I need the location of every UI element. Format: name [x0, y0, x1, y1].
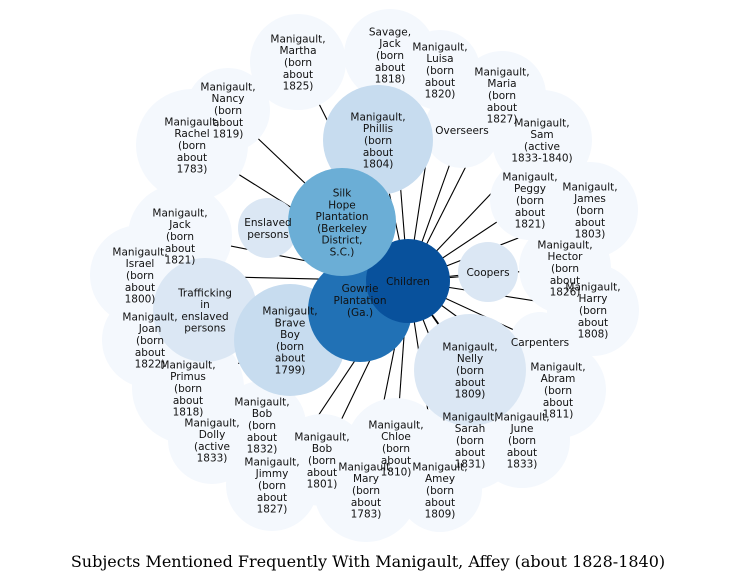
node-phillis[interactable] — [323, 85, 433, 195]
node-children[interactable] — [366, 239, 450, 323]
label-coopers: Coopers — [466, 267, 509, 279]
node-martha[interactable] — [250, 14, 346, 110]
node-rachel[interactable] — [136, 89, 248, 201]
node-born-1827[interactable] — [226, 439, 318, 531]
node-overseers[interactable] — [424, 92, 500, 168]
node-coopers[interactable] — [458, 242, 518, 302]
label-overseers: Overseers — [435, 125, 488, 137]
node-born-1808[interactable] — [547, 264, 639, 356]
node-enslaved[interactable] — [238, 198, 298, 258]
node-trafficking[interactable] — [153, 258, 257, 362]
node-mary[interactable] — [314, 438, 418, 542]
node-nelly[interactable] — [414, 314, 526, 426]
label-carpenters: Carpenters — [511, 337, 569, 349]
node-silk-hope[interactable] — [288, 168, 396, 276]
label-children: Children — [386, 276, 430, 288]
nodes-layer — [90, 9, 639, 542]
diagram-caption: Subjects Mentioned Frequently With Manig… — [70, 552, 666, 571]
node-born-1809-bottom[interactable] — [398, 448, 482, 532]
